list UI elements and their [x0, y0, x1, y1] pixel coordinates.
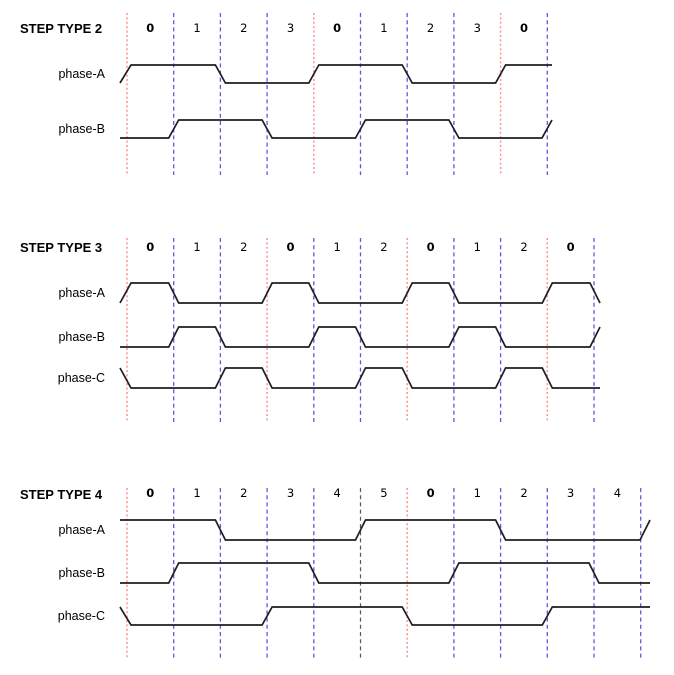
step-label: 1: [193, 21, 201, 35]
step-label: 1: [473, 240, 481, 254]
step-label: 2: [520, 240, 528, 254]
step-label: 1: [193, 240, 201, 254]
step-label: 0: [333, 21, 342, 35]
step-type-3-phase-A-waveform: [119, 282, 601, 304]
step-label: 0: [146, 21, 155, 35]
step-label: 0: [146, 486, 155, 500]
step-label: 0: [146, 240, 155, 254]
step-label: 2: [240, 240, 248, 254]
step-label: 3: [286, 21, 295, 35]
section-step-type-4: [119, 488, 651, 658]
type2-phase-a-label: phase-A: [58, 67, 105, 81]
step-label: 5: [380, 486, 388, 500]
type4-phase-a-label: phase-A: [58, 523, 105, 537]
step-label: 1: [473, 486, 481, 500]
type3-phase-b-label: phase-B: [58, 330, 105, 344]
step-label: 1: [380, 21, 388, 35]
section-step-type-2: [119, 13, 553, 175]
step-label: 2: [426, 21, 435, 35]
step-label: 0: [286, 240, 295, 254]
step-label: 0: [426, 486, 435, 500]
step-label: 2: [240, 21, 248, 35]
step-label: 0: [566, 240, 575, 254]
type2-phase-b-label: phase-B: [58, 122, 105, 136]
step-label: 1: [333, 240, 341, 254]
step-label: 2: [240, 486, 248, 500]
step-label: 0: [519, 21, 528, 35]
step-type-3-phase-B-waveform: [120, 326, 601, 348]
type4-phase-c-label: phase-C: [57, 609, 105, 623]
type3-phase-a-label: phase-A: [58, 286, 105, 300]
step-type-2-phase-A-waveform: [119, 64, 552, 84]
step-label: 2: [380, 240, 388, 254]
step-label: 2: [520, 486, 528, 500]
step-label: 3: [286, 486, 295, 500]
step-label: 3: [566, 486, 575, 500]
step-type-2-phase-B-waveform: [120, 119, 553, 139]
step-label: 1: [193, 486, 201, 500]
step-label: 0: [426, 240, 435, 254]
step-type-4-phase-B-waveform: [120, 562, 650, 584]
step-label: 3: [473, 21, 481, 35]
step-type-3-title: STEP TYPE 3: [20, 240, 103, 255]
step-label: 4: [333, 486, 341, 500]
step-type-4-phase-C-waveform: [119, 606, 650, 626]
step-label: 4: [613, 486, 622, 500]
step-type-3-phase-C-waveform: [119, 367, 600, 389]
step-type-2-title: STEP TYPE 2: [20, 21, 103, 36]
type4-phase-b-label: phase-B: [58, 566, 105, 580]
step-type-4-phase-A-waveform: [120, 519, 651, 541]
type3-phase-c-label: phase-C: [57, 371, 105, 385]
section-step-type-3: [119, 238, 601, 422]
step-type-4-title: STEP TYPE 4: [20, 487, 103, 502]
